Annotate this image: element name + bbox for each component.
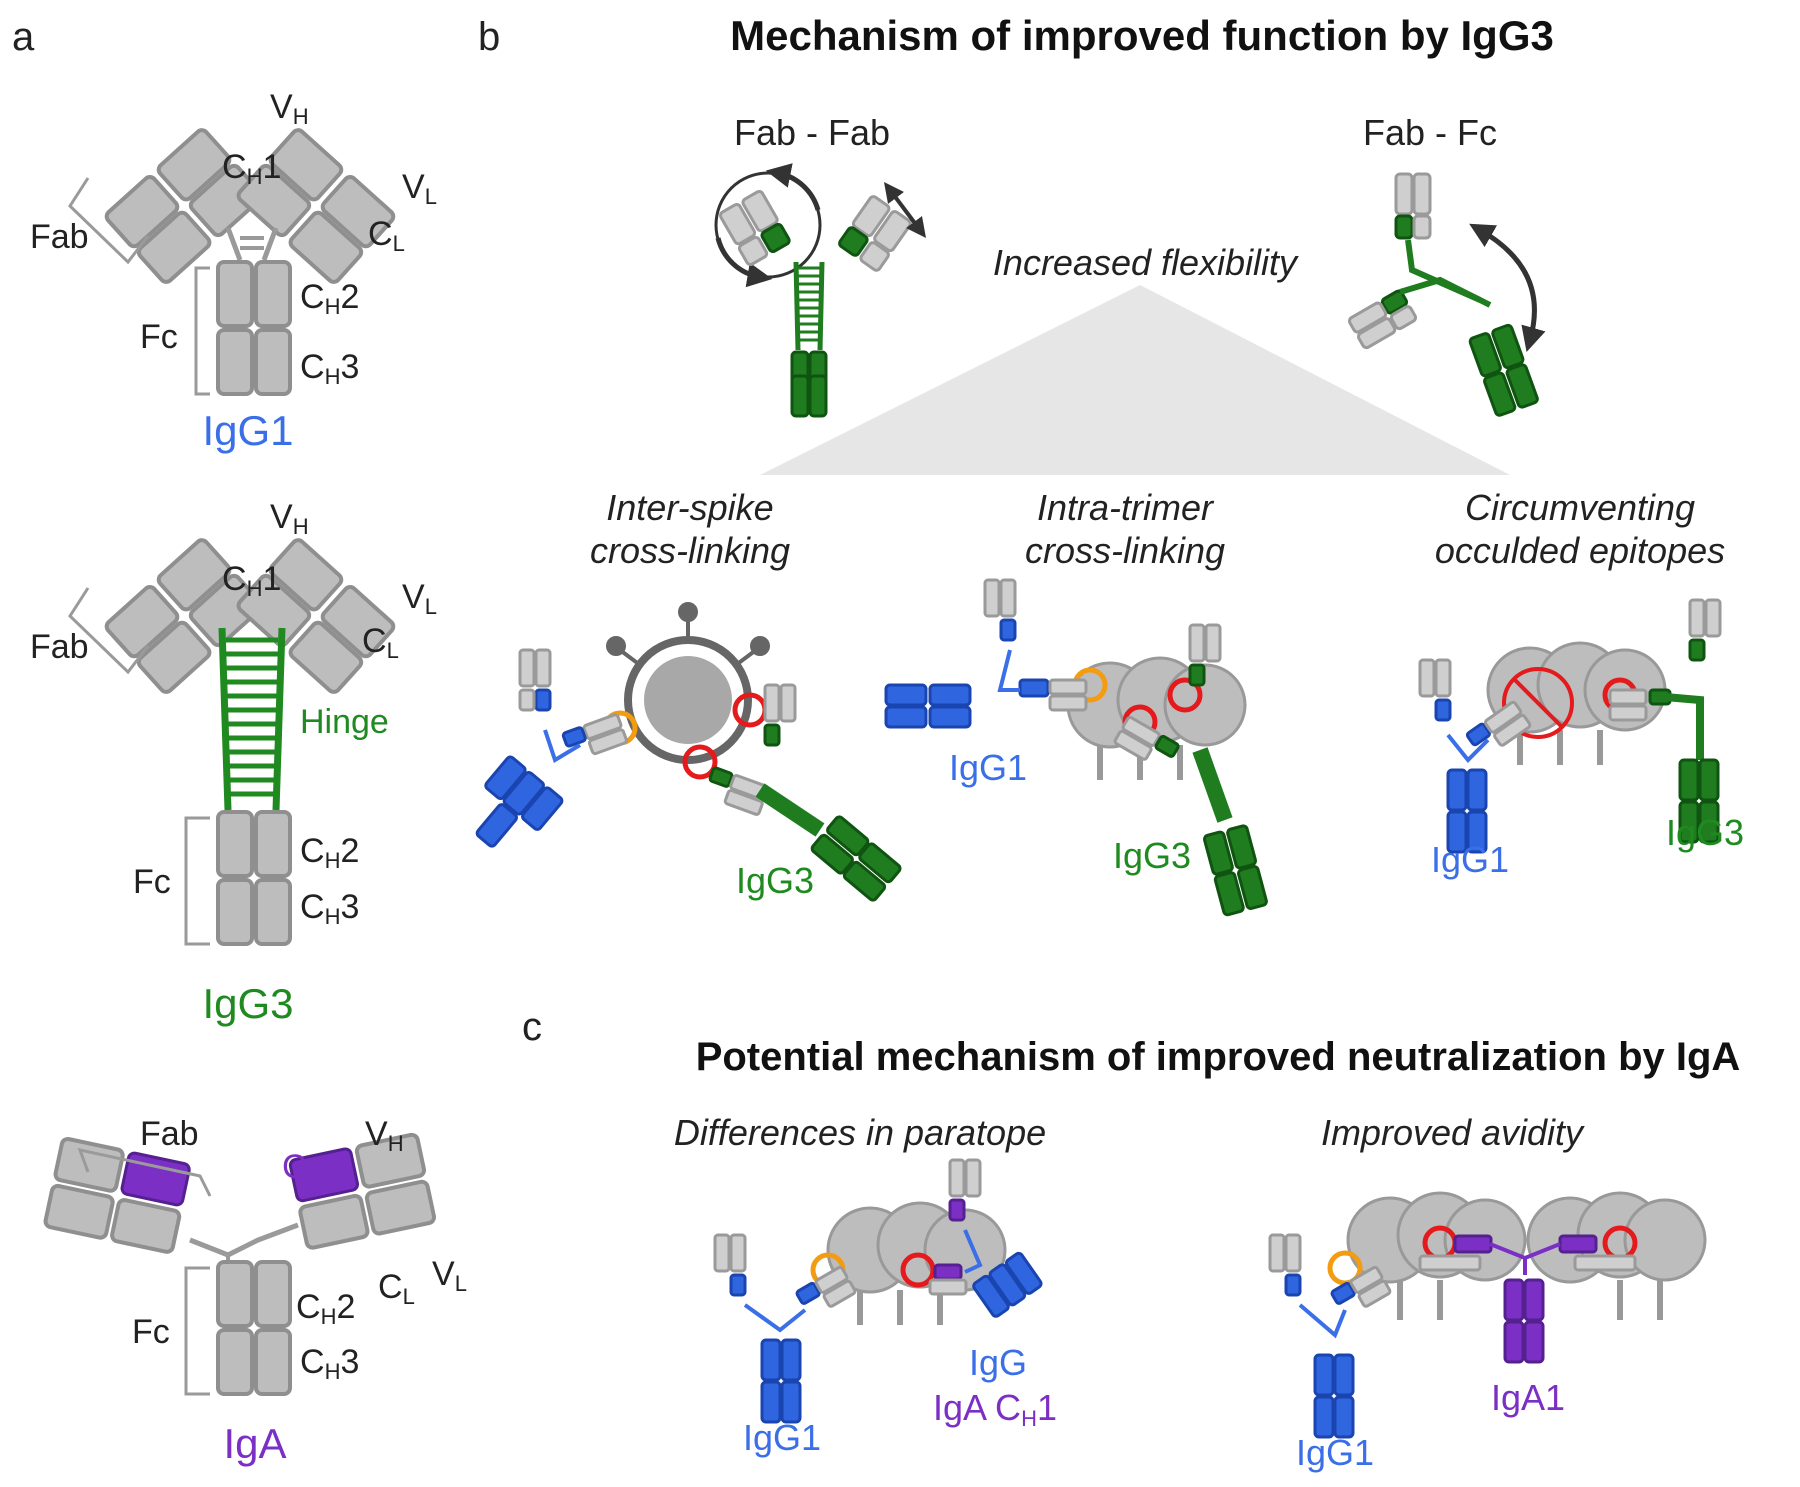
intra-trimer-igg1-label: IgG1 — [949, 747, 1027, 788]
flexibility-label: Increased flexibility — [993, 242, 1299, 283]
fab-fc-igg3-diagram — [1347, 172, 1546, 417]
igg1-cl-label: C — [368, 215, 393, 253]
svg-text:CH1: CH1 — [222, 560, 281, 601]
igg3-vh-label: V — [270, 498, 293, 536]
panel-c-title: Potential mechanism of improved neutrali… — [696, 1035, 1741, 1079]
svg-text:VL: VL — [402, 168, 437, 209]
svg-text:CH1: CH1 — [282, 1148, 341, 1189]
svg-text:VH: VH — [270, 88, 309, 129]
igg3-ch3-label: C — [300, 888, 325, 926]
mech-circumventing-line1: Circumventing — [1465, 487, 1695, 528]
inter-spike-diagram — [475, 602, 902, 902]
svg-text:CH3: CH3 — [300, 1343, 359, 1384]
paratope-iga-ch1-label: IgA C — [933, 1387, 1021, 1428]
paratope-diagram — [713, 1158, 1043, 1424]
igg3-name: IgG3 — [202, 980, 293, 1027]
svg-text:CH2: CH2 — [296, 1288, 355, 1329]
iga-fab-label: Fab — [140, 1115, 199, 1153]
mech-inter-spike-line2: cross-linking — [590, 530, 790, 571]
iga-name: IgA — [223, 1420, 286, 1467]
svg-text:VL: VL — [402, 578, 437, 619]
paratope-subtitle: Differences in paratope — [674, 1112, 1046, 1153]
igg1-vh-label: V — [270, 88, 293, 126]
igg1-name: IgG1 — [202, 407, 293, 454]
iga-vl-label: V — [432, 1255, 455, 1293]
fab-fab-igg3-diagram — [714, 163, 926, 418]
svg-text:VL: VL — [432, 1255, 467, 1296]
fab-fc-label: Fab - Fc — [1363, 112, 1497, 153]
svg-text:CH2: CH2 — [300, 832, 359, 873]
mech-inter-spike-line1: Inter-spike — [606, 487, 773, 528]
igg3-antibody-diagram — [68, 538, 396, 946]
avidity-iga1-label: IgA1 — [1491, 1377, 1565, 1418]
svg-text:CH3: CH3 — [300, 888, 359, 929]
mech-circumventing-line2: occulded epitopes — [1435, 530, 1725, 571]
circumventing-diagram — [1418, 598, 1722, 854]
svg-text:IgA CH1: IgA CH1 — [933, 1387, 1057, 1431]
iga-ch1-label: C — [282, 1148, 307, 1186]
igg3-cl-label: C — [362, 622, 387, 660]
avidity-igg1-label: IgG1 — [1296, 1432, 1374, 1473]
svg-text:CH3: CH3 — [300, 348, 359, 389]
igg3-ch2-label: C — [300, 832, 325, 870]
igg1-vl-label: V — [402, 168, 425, 206]
paratope-igg1-label: IgG1 — [743, 1417, 821, 1458]
inter-spike-igg3-label: IgG3 — [736, 860, 814, 901]
iga-cl-label: C — [378, 1268, 403, 1306]
igg1-antibody-diagram — [68, 128, 396, 396]
svg-text:VH: VH — [365, 1115, 404, 1156]
flexibility-triangle — [760, 285, 1510, 475]
intra-trimer-diagram — [884, 578, 1268, 917]
svg-text:CH1: CH1 — [222, 148, 281, 189]
panel-b-label: b — [478, 15, 500, 59]
iga-antibody-diagram — [43, 1132, 437, 1396]
intra-trimer-igg3-label: IgG3 — [1113, 835, 1191, 876]
igg1-fc-label: Fc — [140, 318, 178, 356]
paratope-igg-label: IgG — [969, 1342, 1027, 1383]
svg-text:CL: CL — [368, 215, 405, 256]
panel-c-label: c — [522, 1005, 542, 1049]
iga-vh-label: V — [365, 1115, 388, 1153]
igg1-ch2-label: C — [300, 278, 325, 316]
circumventing-igg1-label: IgG1 — [1431, 839, 1509, 880]
igg3-fab-label: Fab — [30, 628, 89, 666]
iga-fc-label: Fc — [132, 1313, 170, 1351]
circumventing-igg3-label: IgG3 — [1666, 812, 1744, 853]
iga-ch3-label: C — [300, 1343, 325, 1381]
panel-b-title: Mechanism of improved function by IgG3 — [730, 12, 1554, 59]
svg-text:VH: VH — [270, 498, 309, 539]
iga-ch2-label: C — [296, 1288, 321, 1326]
svg-text:CH2: CH2 — [300, 278, 359, 319]
igg1-ch1-label: C — [222, 148, 247, 186]
mech-intra-trimer-line1: Intra-trimer — [1037, 487, 1215, 528]
igg3-fc-label: Fc — [133, 863, 171, 901]
panel-a-label: a — [12, 15, 35, 59]
svg-text:CL: CL — [362, 622, 399, 663]
svg-text:CL: CL — [378, 1268, 415, 1309]
avidity-diagram — [1268, 1191, 1707, 1439]
igg1-ch3-label: C — [300, 348, 325, 386]
igg1-fab-label: Fab — [30, 218, 89, 256]
mech-intra-trimer-line2: cross-linking — [1025, 530, 1225, 571]
avidity-subtitle: Improved avidity — [1321, 1112, 1585, 1153]
igg3-vl-label: V — [402, 578, 425, 616]
fab-fab-label: Fab - Fab — [734, 112, 890, 153]
igg3-ch1-label: C — [222, 560, 247, 598]
igg3-hinge-label: Hinge — [300, 703, 389, 741]
